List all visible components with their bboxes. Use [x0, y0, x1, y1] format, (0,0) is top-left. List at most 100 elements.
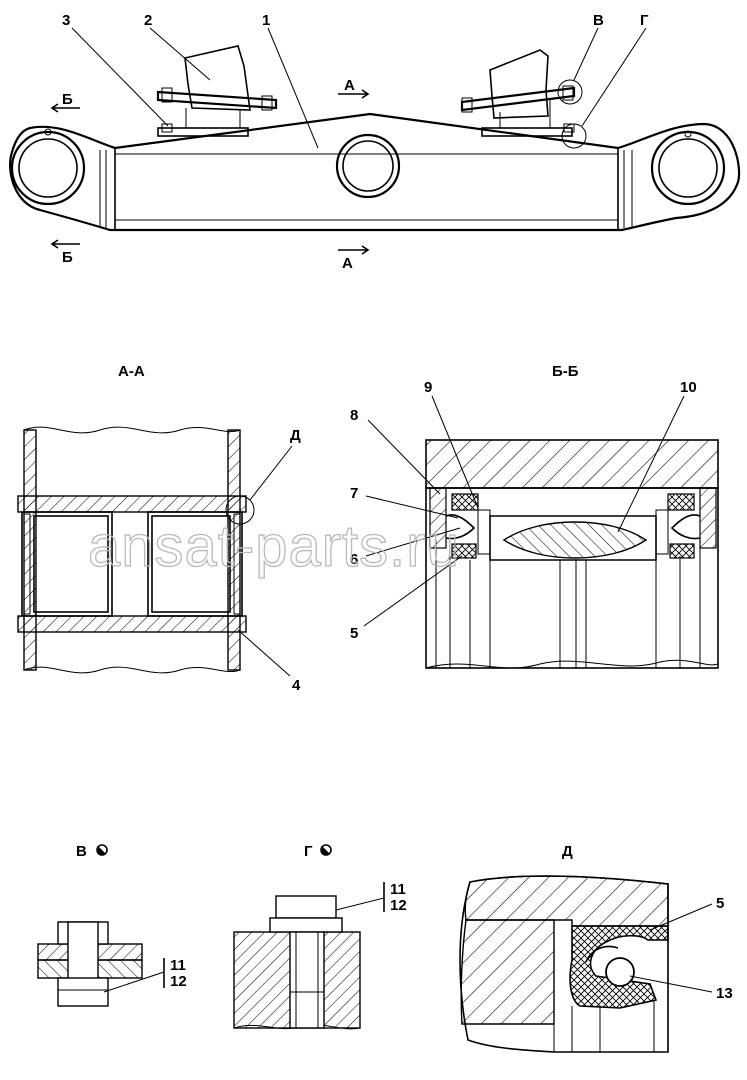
detail-d-title: Д — [562, 843, 573, 860]
section-mark-b-bottom: Б — [62, 249, 73, 266]
section-aa: А-А Д 4 — [17, 363, 301, 694]
detail-g-title: Г — [304, 843, 313, 860]
detail-d-seal — [569, 925, 669, 1009]
section-arrow-a-top — [338, 89, 370, 99]
callout-1: 1 — [262, 12, 270, 29]
bb-top-block — [425, 439, 719, 489]
section-mark-a-top: А — [344, 77, 355, 94]
detail-g-title-mark — [320, 844, 332, 856]
left-eye-dot — [44, 128, 52, 136]
callout-g: Г — [640, 12, 649, 29]
section-arrow-b-bottom — [50, 239, 80, 249]
aa-left-ring — [23, 513, 31, 615]
beam-body — [114, 113, 619, 231]
detail-g-11: 11 — [390, 881, 406, 898]
leader-6 — [365, 527, 461, 557]
bb-right-lip — [670, 514, 701, 540]
detail-g-circle — [561, 123, 587, 149]
callout-8: 8 — [350, 407, 358, 424]
bb-left-lip — [445, 514, 476, 540]
main-view: 3 2 1 В Г А А Б Б — [9, 12, 741, 272]
watermark: ansat-parts.ru — [88, 514, 460, 579]
detail-d-leader-13 — [629, 975, 713, 993]
detail-d-spring — [605, 957, 635, 987]
bb-right-seal-top — [667, 493, 695, 511]
leader-g — [581, 27, 647, 127]
callout-10: 10 — [680, 379, 697, 396]
detail-d-5: 5 — [716, 895, 724, 912]
leader-7 — [365, 495, 459, 519]
detail-g-washer — [269, 917, 343, 933]
section-bb: Б-Б — [350, 363, 719, 669]
section-mark-a-bottom: А — [342, 255, 353, 272]
aa-break-bottom — [23, 666, 241, 674]
aa-bottom-sleeve — [17, 615, 247, 633]
detail-v-leader — [103, 971, 165, 993]
callout-6: 6 — [350, 551, 358, 568]
leader-1 — [267, 27, 319, 149]
leader-10 — [617, 395, 685, 533]
callout-v: В — [593, 12, 604, 29]
aa-right-ring — [233, 513, 241, 615]
leader-9 — [431, 395, 479, 509]
center-pivot-inner — [342, 140, 394, 192]
aa-right-bushing-inner — [151, 515, 231, 613]
leader-2 — [149, 27, 211, 81]
detail-d-circle — [225, 495, 255, 525]
leader-5 — [363, 555, 463, 627]
detail-d-housing-bottom — [460, 919, 555, 1025]
detail-d: Д 5 13 — [459, 843, 733, 1053]
bb-right-seal-bot — [669, 543, 695, 559]
section-arrow-a-bottom — [338, 245, 370, 255]
callout-3: 3 — [62, 12, 70, 29]
aa-left-bushing — [21, 511, 113, 617]
right-eye-dot — [684, 130, 692, 138]
left-eye-outer — [10, 130, 86, 206]
aa-break-top — [23, 426, 241, 434]
bb-right-ring — [655, 509, 669, 555]
detail-g-head — [275, 895, 337, 919]
beam-outline — [9, 112, 741, 232]
bb-right-housing — [699, 487, 717, 549]
callout-4: 4 — [292, 677, 301, 694]
center-pivot-outer — [335, 133, 401, 199]
leader-4 — [237, 629, 291, 677]
bb-break — [425, 659, 719, 669]
detail-v-title: В — [76, 843, 87, 860]
detail-g: Г 11 12 — [233, 843, 407, 1030]
callout-9: 9 — [424, 379, 432, 396]
bb-left-ring — [477, 509, 491, 555]
section-aa-title: А-А — [118, 363, 145, 380]
callout-2: 2 — [144, 12, 152, 29]
detail-g-bolt — [289, 931, 325, 1029]
callout-d: Д — [290, 427, 301, 444]
right-eye-outer — [650, 130, 726, 206]
detail-d-13: 13 — [716, 985, 733, 1002]
detail-v-title-mark-fill — [98, 846, 106, 854]
detail-v-12: 12 — [170, 973, 187, 990]
leader-d — [249, 445, 293, 501]
section-mark-b-top: Б — [62, 91, 73, 108]
right-eye-inner — [658, 138, 718, 198]
bb-left-seal-bot — [451, 543, 477, 559]
detail-g-title-mark-fill — [322, 846, 330, 854]
leader-3 — [71, 27, 169, 127]
bb-frame — [425, 487, 719, 669]
detail-g-12: 12 — [390, 897, 407, 914]
section-arrow-b-top — [50, 103, 80, 113]
right-bracket — [460, 49, 576, 137]
detail-v-11: 11 — [170, 957, 186, 974]
detail-v-circle — [557, 79, 583, 105]
callout-5: 5 — [350, 625, 358, 642]
bb-left-seal-top — [451, 493, 479, 511]
detail-v-title-mark — [96, 844, 108, 856]
detail-v-head — [57, 977, 109, 1007]
callout-7: 7 — [350, 485, 358, 502]
left-bracket — [156, 45, 278, 137]
aa-top-sleeve — [17, 495, 247, 513]
leader-8 — [367, 419, 441, 495]
section-bb-title: Б-Б — [552, 363, 579, 380]
leader-v — [573, 27, 599, 81]
detail-d-lip — [585, 945, 619, 963]
